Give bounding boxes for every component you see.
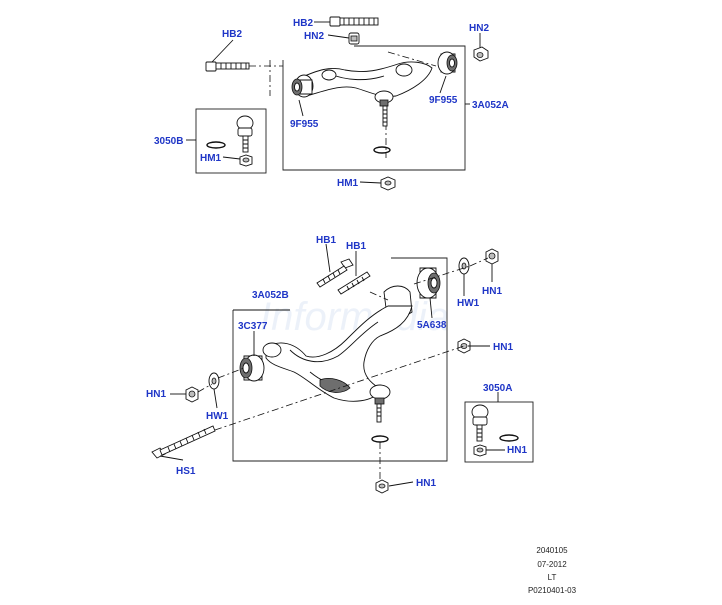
- upper-nut-hn2-center[interactable]: [348, 32, 360, 45]
- label-hb1-a: HB1: [316, 235, 336, 246]
- upper-control-arm[interactable]: [299, 61, 433, 107]
- lower-washer-hw1-right[interactable]: [458, 257, 470, 275]
- lower-bolt-hb1-a[interactable]: [316, 258, 354, 288]
- label-hn2-right: HN2: [469, 23, 489, 34]
- label-hm1-bottom: HM1: [337, 178, 359, 189]
- label-5a638: 5A638: [417, 320, 447, 331]
- upper-ball-joint[interactable]: [236, 115, 254, 153]
- lower-bushing-3c377[interactable]: [239, 354, 265, 382]
- label-hn1-right: HN1: [493, 342, 513, 353]
- lower-arm-assembly-box: [232, 257, 448, 462]
- label-hb2-left: HB2: [222, 29, 242, 40]
- lower-arm-stud: [376, 403, 382, 423]
- lower-control-arm[interactable]: [262, 305, 413, 405]
- label-hw1-left: HW1: [206, 411, 229, 422]
- label-hw1-right: HW1: [457, 298, 480, 309]
- label-3050a: 3050A: [483, 383, 512, 394]
- label-3050b: 3050B: [154, 136, 183, 147]
- lower-nut-hn1-right[interactable]: [457, 338, 471, 354]
- lower-ball-joint[interactable]: [471, 404, 489, 442]
- drawing-code: 2040105: [536, 546, 568, 555]
- label-3a052a: 3A052A: [472, 100, 509, 111]
- lower-balljoint-kit-box: [464, 401, 534, 463]
- lower-balljoint-nut-hn1[interactable]: [473, 444, 487, 457]
- lower-snap-ring: [371, 435, 389, 443]
- upper-snap-ring: [373, 146, 391, 154]
- upper-balljoint-ring: [206, 141, 226, 149]
- upper-bushing-right[interactable]: [437, 51, 458, 75]
- upper-nut-hm1-bottom[interactable]: [380, 176, 396, 191]
- label-3a052b: 3A052B: [252, 290, 289, 301]
- label-hb2-top: HB2: [293, 18, 313, 29]
- lower-washer-hw1-left[interactable]: [208, 372, 220, 390]
- label-9f955-right: 9F955: [429, 95, 458, 106]
- label-hs1: HS1: [176, 466, 196, 477]
- label-3c377: 3C377: [238, 321, 268, 332]
- label-hn2-center: HN2: [304, 31, 324, 42]
- drawing-reference-block: 2040105 07-2012 LT P0210401-03: [528, 546, 577, 595]
- label-hn1-top-right: HN1: [482, 286, 502, 297]
- upper-arm-assembly-box: [282, 45, 466, 171]
- upper-assembly: HB2 HN2 HN2 HB2 9F955 9F955 3A052A 3050B…: [154, 16, 509, 191]
- lower-bolt-hb1-b[interactable]: [337, 271, 371, 295]
- lower-balljoint-ring: [499, 434, 519, 442]
- label-hn1-bottom: HN1: [416, 478, 436, 489]
- drawing-ref: P0210401-03: [528, 586, 577, 595]
- upper-arm-stud: [382, 105, 388, 127]
- upper-nut-hn2-right[interactable]: [473, 46, 489, 62]
- drawing-date: 07-2012: [537, 560, 567, 569]
- lower-assembly: HB1 HB1 HN1 HW1 3A052B 3C377 5A638 HN1 H…: [146, 235, 534, 494]
- label-hn1-box: HN1: [507, 445, 527, 456]
- label-hn1-left: HN1: [146, 389, 166, 400]
- label-hb1-b: HB1: [346, 241, 366, 252]
- upper-balljoint-kit-box: [195, 108, 267, 174]
- lower-nut-hn1-top-right[interactable]: [485, 248, 499, 265]
- lower-nut-hn1-left[interactable]: [185, 386, 199, 403]
- upper-bushing-left[interactable]: [291, 74, 314, 98]
- upper-balljoint-nut-hm1[interactable]: [239, 154, 253, 167]
- lower-nut-hn1-bottom[interactable]: [375, 479, 389, 494]
- label-hm1-box: HM1: [200, 153, 222, 164]
- upper-bolt-hb2-left[interactable]: [205, 61, 250, 72]
- drawing-side: LT: [548, 573, 557, 582]
- label-9f955-left: 9F955: [290, 119, 319, 130]
- lower-bolt-hs1[interactable]: [151, 425, 216, 459]
- upper-bolt-hb2-top[interactable]: [329, 16, 379, 27]
